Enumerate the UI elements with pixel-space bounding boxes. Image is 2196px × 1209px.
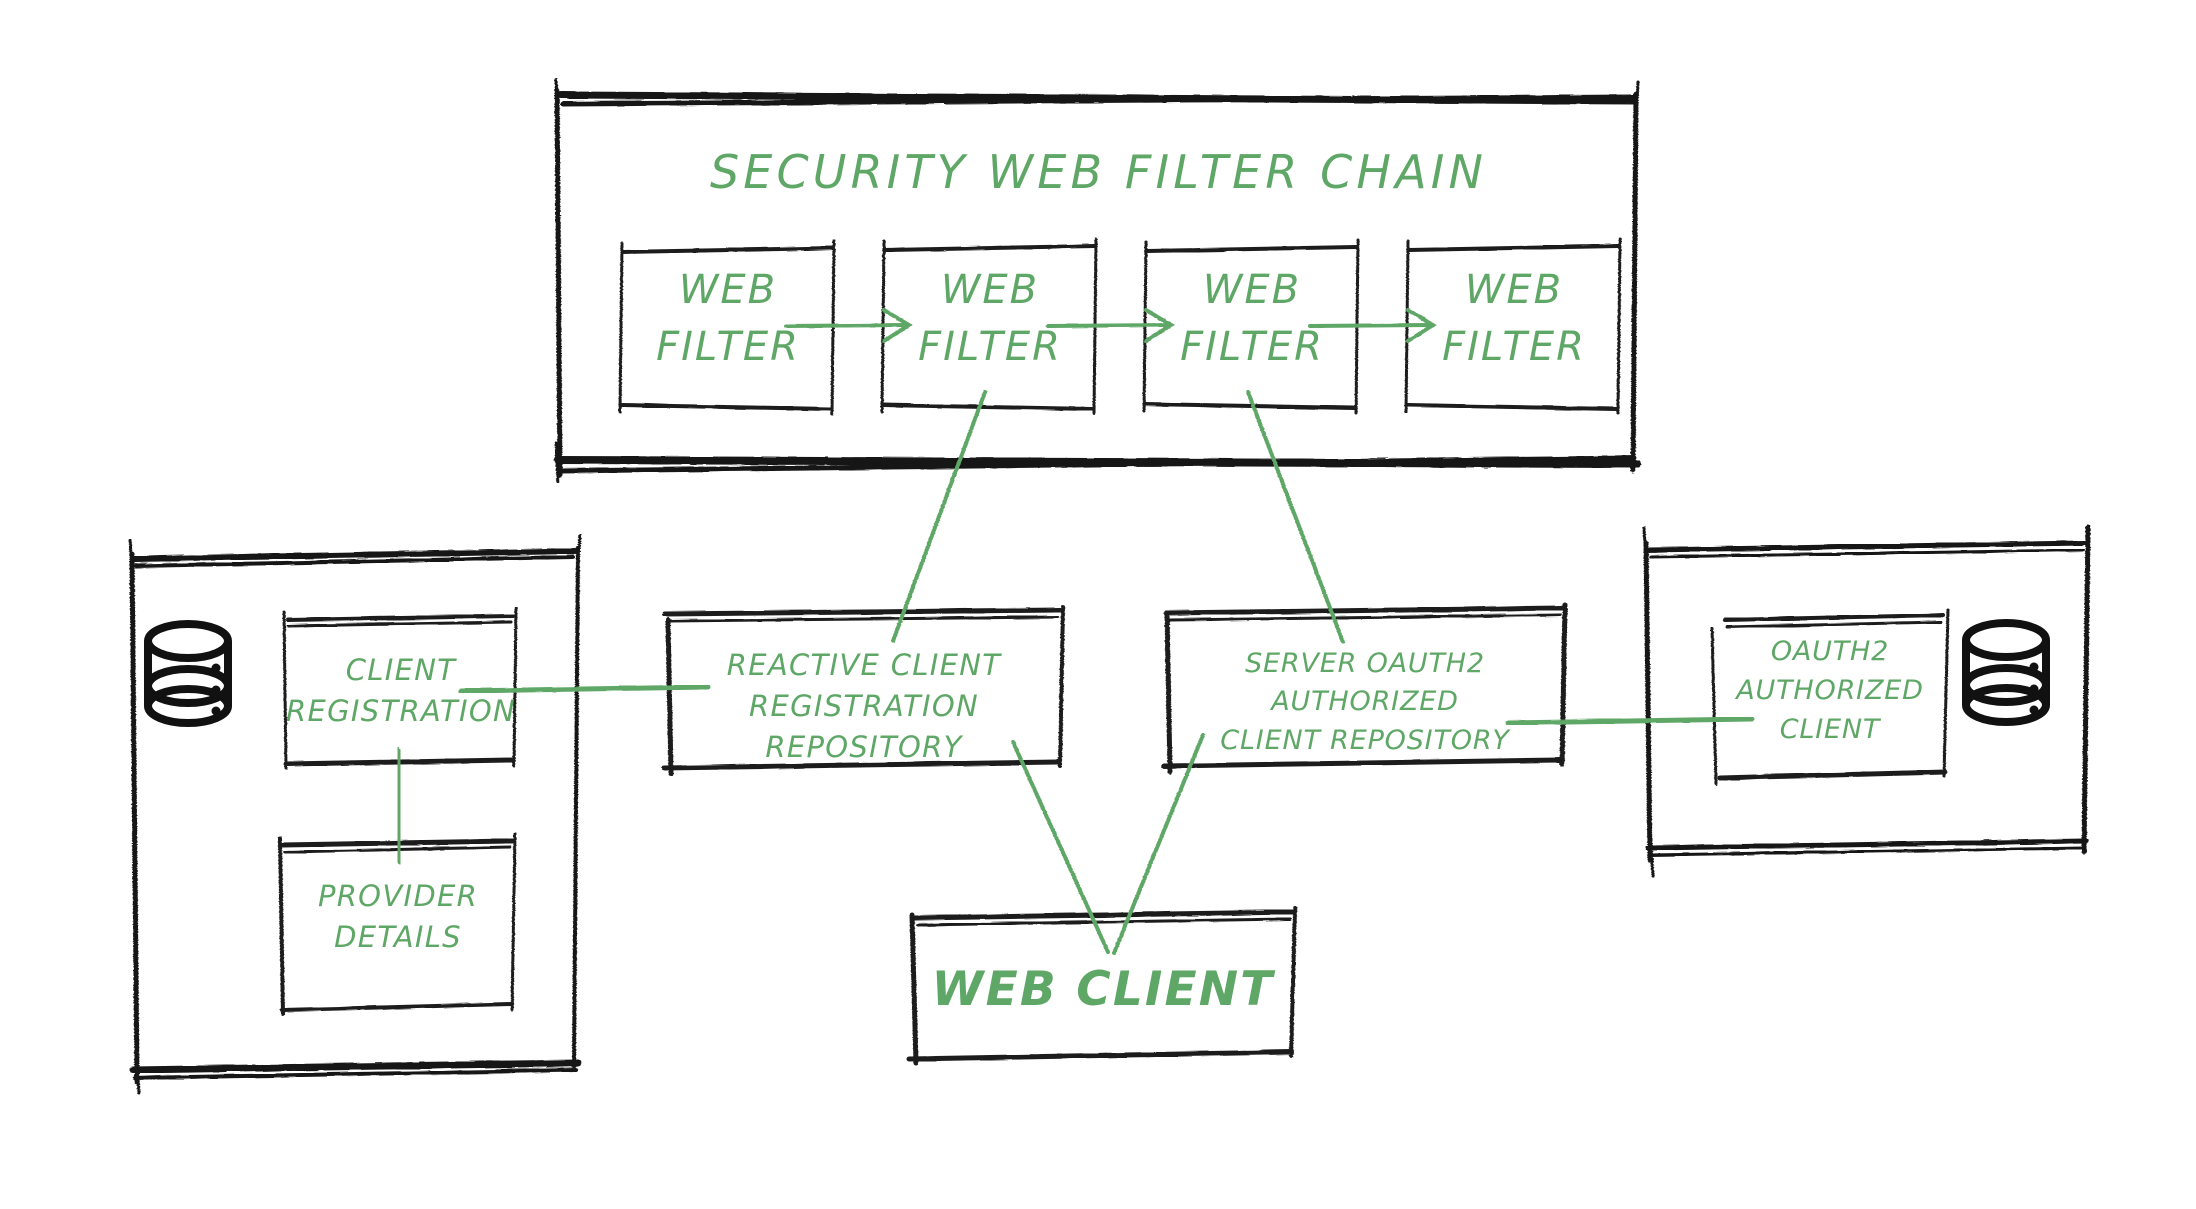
connector-webfilter2-to-reactive-repo	[891, 390, 987, 643]
reactive-client-registration-repository-box-hit[interactable]	[664, 607, 1065, 775]
connector-webfilter3-to-server-repo	[1246, 390, 1345, 644]
database-icon-left-dots	[211, 663, 221, 716]
filter-chain-arrow-1	[784, 308, 913, 343]
web-filter-box-3-hit[interactable]	[1144, 240, 1360, 414]
web-filter-box-1-hit[interactable]	[620, 241, 836, 414]
filter-chain-arrow-3	[1308, 308, 1437, 343]
database-icon-right-dots	[2029, 662, 2039, 715]
provider-details-box-hit[interactable]	[280, 834, 517, 1016]
connector-reactive-repo-to-web-client	[1011, 740, 1110, 954]
oauth2-authorized-client-box-hit[interactable]	[1712, 610, 1950, 786]
server-oauth2-authorized-client-repository-box[interactable]	[1161, 602, 1568, 775]
database-icon-right	[1962, 619, 2050, 726]
web-filter-box-4-hit[interactable]	[1406, 239, 1622, 414]
server-oauth2-authorized-client-repository-box-hit[interactable]	[1164, 605, 1566, 773]
web-filter-box-2-hit[interactable]	[882, 239, 1098, 414]
client-registration-box-hit[interactable]	[284, 608, 518, 770]
database-icon-left	[144, 620, 232, 727]
right-store-container	[1642, 524, 2091, 878]
connector-server-repo-to-oauth2-authorized-client	[1505, 716, 1755, 726]
connector-client-registration-to-reactive-repo	[458, 684, 711, 694]
connector-server-repo-to-web-client	[1112, 733, 1205, 955]
web-client-box-hit[interactable]	[909, 908, 1297, 1064]
reactive-client-registration-repository-box[interactable]	[661, 605, 1065, 777]
connector-client-registration-to-provider-details	[395, 747, 403, 865]
web-client-box[interactable]	[906, 906, 1297, 1066]
security-web-filter-chain-container	[554, 78, 1641, 484]
filter-chain-arrow-2	[1046, 308, 1175, 343]
oauth2-authorized-client-box[interactable]	[1710, 608, 1950, 786]
left-store-container	[128, 534, 582, 1095]
